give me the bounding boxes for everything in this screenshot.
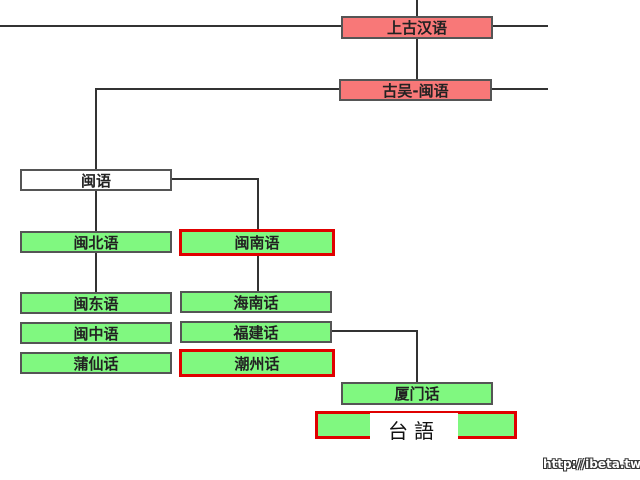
connector <box>492 25 548 27</box>
connector <box>416 0 418 16</box>
node-hainan: 海南话 <box>180 291 332 313</box>
node-min: 闽语 <box>20 169 172 191</box>
node-fujian: 福建话 <box>180 321 332 343</box>
node-chaozhou: 潮州话 <box>179 349 335 377</box>
node-xiamen: 厦门话 <box>341 382 493 405</box>
node-puxian: 蒲仙话 <box>20 352 172 374</box>
node-min-zhong: 闽中语 <box>20 322 172 344</box>
node-wu-min: 古吴-闽语 <box>339 79 492 101</box>
connector <box>95 88 97 169</box>
node-taiyu-label: 台語 <box>370 413 458 445</box>
connector <box>95 190 97 231</box>
connector <box>0 25 341 27</box>
connector <box>331 330 418 332</box>
node-old-chinese: 上古汉语 <box>341 16 493 39</box>
connector <box>491 88 548 90</box>
connector <box>171 178 259 180</box>
node-min-dong: 闽东语 <box>20 292 172 314</box>
connector <box>257 255 259 291</box>
node-min-bei: 闽北语 <box>20 231 172 253</box>
connector <box>416 38 418 79</box>
connector <box>95 253 97 292</box>
connector <box>416 330 418 382</box>
watermark: http://ibeta.tw <box>543 457 640 471</box>
connector <box>95 88 339 90</box>
node-min-nan: 闽南语 <box>179 229 335 256</box>
connector <box>257 178 259 230</box>
